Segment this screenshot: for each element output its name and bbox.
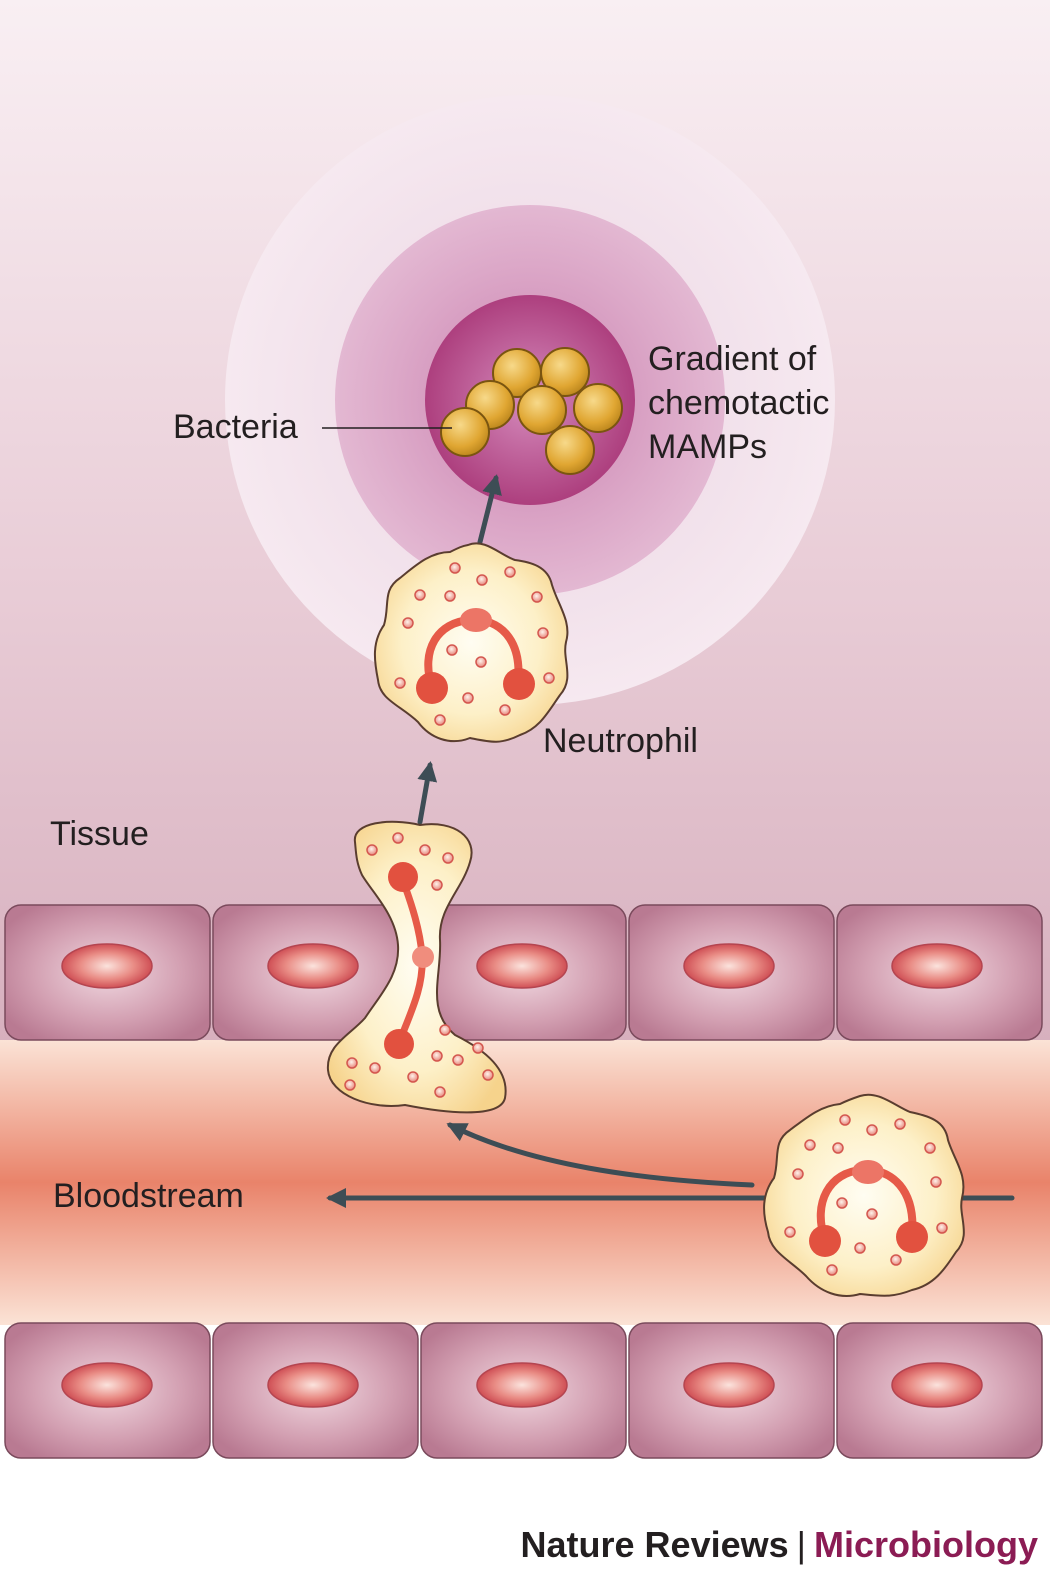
neutrophil-label: Neutrophil: [543, 722, 698, 760]
gradient-label-line3: MAMPs: [648, 428, 767, 466]
bacterium-icon: [540, 347, 590, 397]
nucleus-icon: [61, 1362, 153, 1408]
gradient-label-line1: Gradient of: [648, 340, 817, 378]
bacterium-icon: [440, 407, 490, 457]
rolling-arrow-icon: [446, 1122, 755, 1188]
transmigrating-neutrophil-icon: [326, 820, 507, 1114]
nucleus-icon: [891, 943, 983, 989]
nucleus-icon: [683, 1362, 775, 1408]
nucleus-icon: [61, 943, 153, 989]
nucleus-icon: [476, 1362, 568, 1408]
bacteria-cluster: [440, 347, 623, 475]
bottom-margin: [0, 1460, 1050, 1578]
bacterium-icon: [517, 385, 567, 435]
credit-separator: |: [796, 1524, 806, 1565]
tissue-label: Tissue: [50, 815, 149, 853]
circulating-neutrophil-icon: [763, 1093, 965, 1297]
endothelial-row-lower: [4, 1322, 1043, 1459]
journal-name: Nature Reviews: [520, 1524, 789, 1565]
bacterium-icon: [573, 383, 623, 433]
chemotaxis-arrow-icon: [477, 474, 502, 545]
bacteria-label: Bacteria: [173, 408, 298, 446]
bloodstream-label: Bloodstream: [53, 1177, 244, 1215]
nucleus-icon: [891, 1362, 983, 1408]
nucleus-icon: [267, 943, 359, 989]
bacterium-icon: [545, 425, 595, 475]
nucleus-icon: [683, 943, 775, 989]
endothelial-row-upper: [4, 904, 1043, 1041]
journal-credit: Nature Reviews|Microbiology: [521, 1524, 1038, 1566]
neutrophil-icon: [373, 542, 569, 743]
nucleus-icon: [267, 1362, 359, 1408]
nucleus-icon: [476, 943, 568, 989]
journal-field: Microbiology: [814, 1524, 1038, 1565]
extravasation-arrow-icon: [417, 761, 438, 825]
gradient-label-line2: chemotactic: [648, 384, 829, 422]
